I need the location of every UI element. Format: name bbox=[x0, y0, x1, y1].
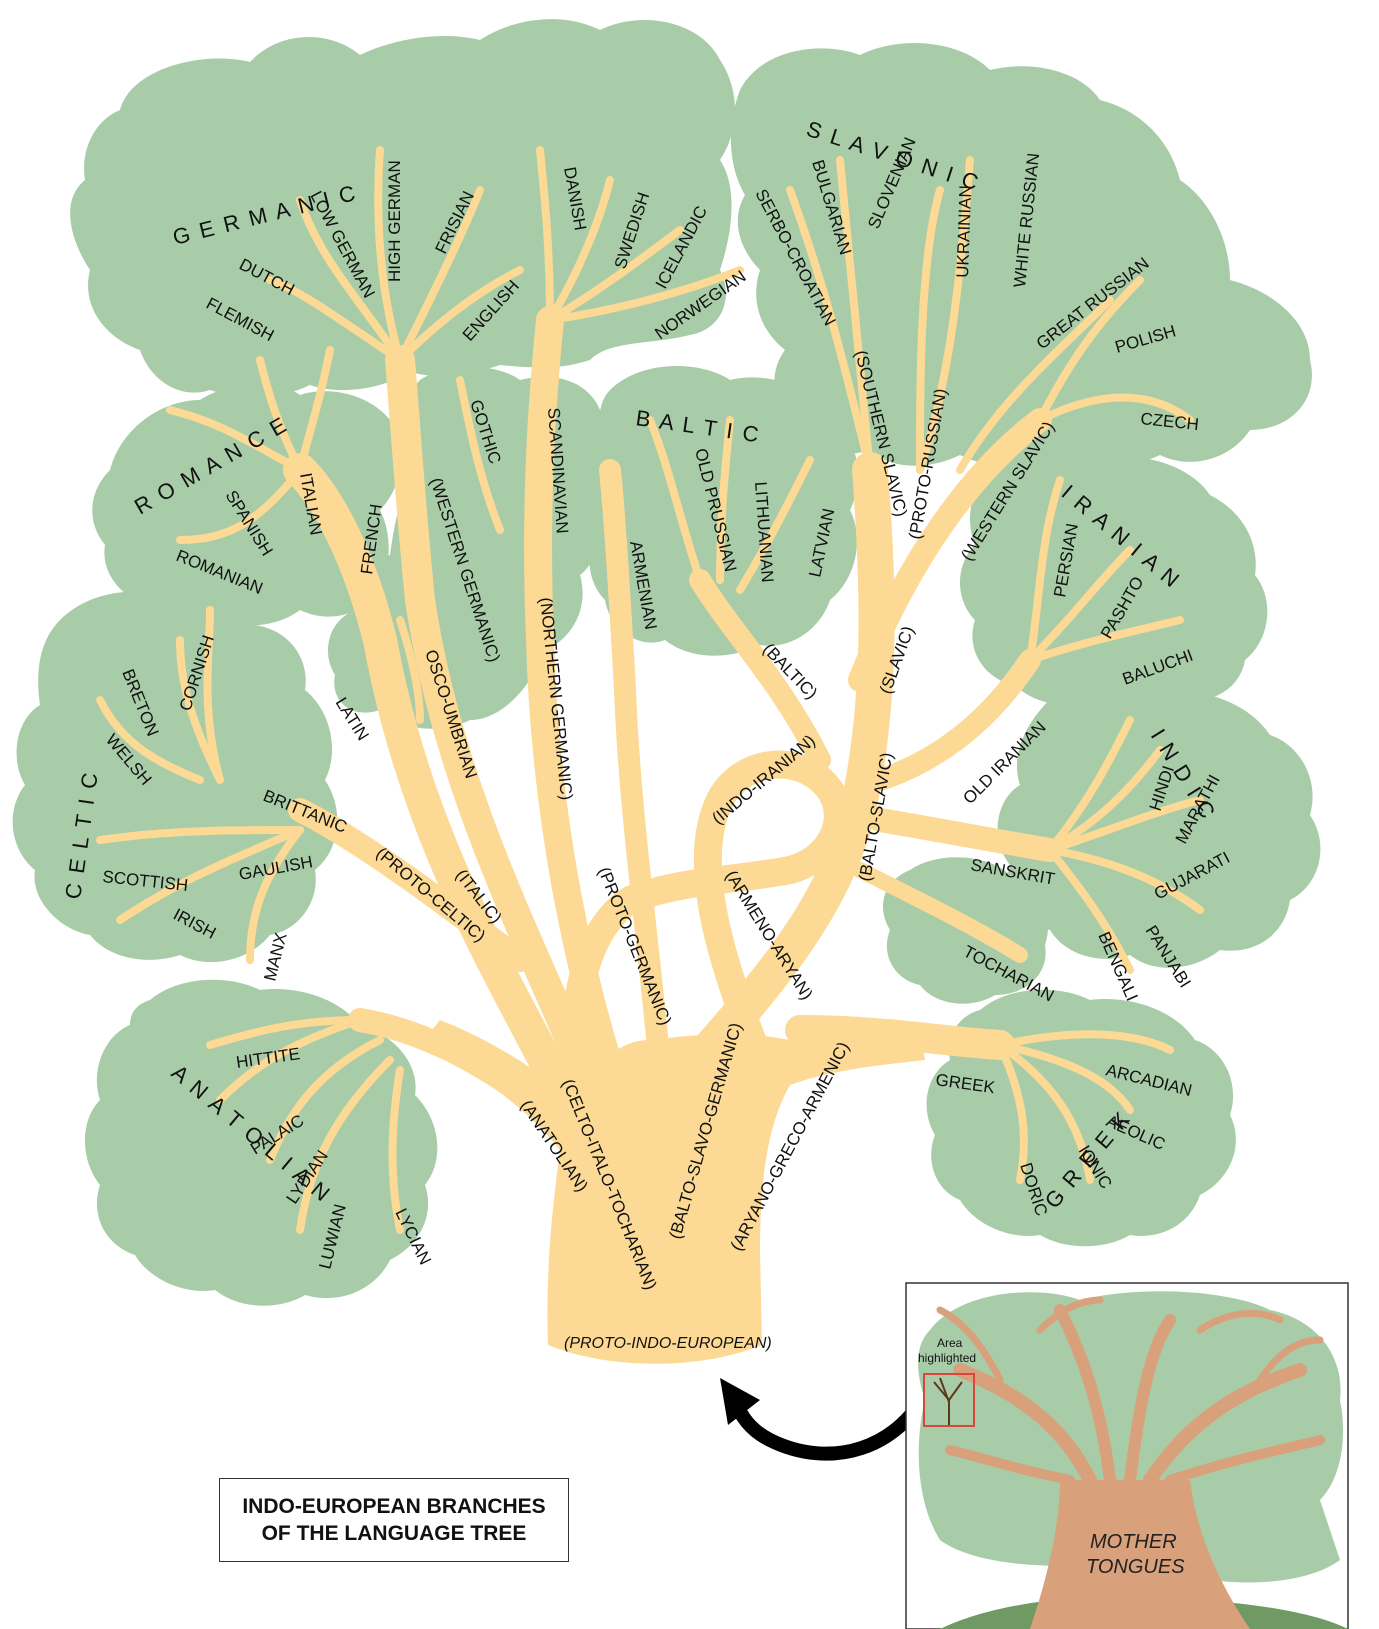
lang-high-german: HIGH GERMAN bbox=[385, 160, 404, 282]
proto-indo-european: (PROTO-INDO-EUROPEAN) bbox=[564, 1335, 772, 1352]
diagram-title-line1: INDO-EUROPEAN BRANCHES bbox=[242, 1493, 545, 1520]
diagram-title-line2: OF THE LANGUAGE TREE bbox=[262, 1520, 527, 1547]
diagram-title-box: INDO-EUROPEAN BRANCHES OF THE LANGUAGE T… bbox=[219, 1478, 569, 1562]
inset-mother-tongues: Area highlighted MOTHER TONGUES bbox=[906, 1283, 1348, 1629]
inset-note-line1: Area bbox=[937, 1336, 963, 1350]
lang-ukrainian: UKRAINIAN bbox=[953, 185, 975, 278]
foliage-celtic bbox=[13, 592, 338, 962]
inset-note-line2: highlighted bbox=[918, 1351, 976, 1365]
limb-greek bbox=[800, 1030, 1000, 1045]
inset-mother-line1: MOTHER bbox=[1090, 1531, 1177, 1553]
pointer-arrow bbox=[720, 1378, 930, 1454]
inset-mother-line2: TONGUES bbox=[1086, 1556, 1185, 1578]
